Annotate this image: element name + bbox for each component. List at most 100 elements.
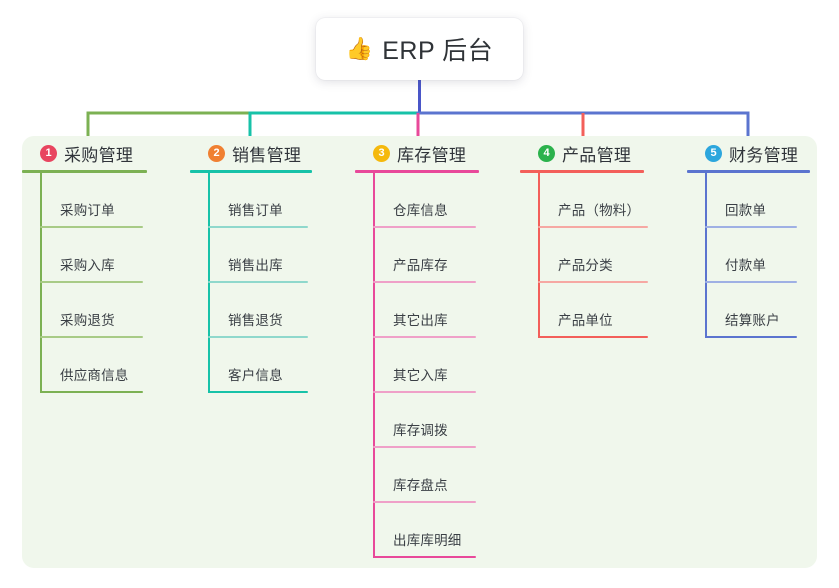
module-item-label: 产品分类 [558,258,613,273]
module-header-underline [190,170,312,173]
module-item[interactable]: 出库库明细 [373,503,525,558]
module-item-list: 采购订单采购入库采购退货供应商信息 [22,173,187,393]
thumbs-up-icon: 👍 [345,36,374,61]
root-node-content: 👍 ERP 后台 [346,31,493,67]
module-item-underline [373,226,476,228]
module-item-label: 销售订单 [228,203,283,218]
module-item-label: 结算账户 [725,313,780,328]
module-item-label: 供应商信息 [60,368,129,383]
module-item-underline [373,281,476,283]
module-item-label: 产品（物料） [558,203,641,218]
module-item-underline [705,226,797,228]
module-item[interactable]: 其它出库 [373,283,525,338]
module-header-underline [687,170,810,173]
module-item-underline [208,336,308,338]
module-item-label: 产品单位 [558,313,613,328]
module-item-underline [538,281,648,283]
module-item-underline [373,446,476,448]
module-number-badge: 5 [705,144,722,162]
module-item-label: 库存盘点 [393,478,448,493]
module-header-underline [355,170,479,173]
module-item[interactable]: 结算账户 [705,283,837,338]
module-item-underline [40,336,143,338]
module-item[interactable]: 销售订单 [208,173,355,228]
module-item-underline [40,226,143,228]
module-item[interactable]: 采购入库 [40,228,187,283]
module-item[interactable]: 销售退货 [208,283,355,338]
module-item-label: 销售退货 [228,313,283,328]
module-title: 财务管理 [729,145,799,165]
module-item-label: 销售出库 [228,258,283,273]
module-item-underline [373,336,476,338]
module-item[interactable]: 销售出库 [208,228,355,283]
module-item[interactable]: 采购退货 [40,283,187,338]
module-item-label: 产品库存 [393,258,448,273]
module-item[interactable]: 产品单位 [538,283,690,338]
module-item[interactable]: 采购订单 [40,173,187,228]
module-header-4[interactable]: 4 产品管理 [520,136,690,170]
module-title: 产品管理 [562,145,632,165]
module-item-underline [705,336,797,338]
module-item-label: 客户信息 [228,368,283,383]
module-spine-line [705,173,707,338]
module-item-label: 出库库明细 [393,533,462,548]
modules-panel [22,136,817,568]
module-item[interactable]: 库存盘点 [373,448,525,503]
module-number-badge: 4 [538,144,555,162]
module-column-1: 1 采购管理采购订单采购入库采购退货供应商信息 [22,136,187,393]
module-item-underline [373,501,476,503]
module-item[interactable]: 付款单 [705,228,837,283]
module-item[interactable]: 产品分类 [538,228,690,283]
module-column-2: 2 销售管理销售订单销售出库销售退货客户信息 [190,136,355,393]
module-item-list: 产品（物料） 产品分类产品单位 [520,173,690,338]
module-item-underline [208,281,308,283]
module-item-underline [208,226,308,228]
module-item-underline [208,391,308,393]
module-item[interactable]: 其它入库 [373,338,525,393]
module-header-underline [520,170,644,173]
module-title: 销售管理 [232,145,302,165]
module-item[interactable]: 供应商信息 [40,338,187,393]
module-item[interactable]: 回款单 [705,173,837,228]
module-spine-line [373,173,375,558]
root-node-erp-backend[interactable]: 👍 ERP 后台 [316,18,523,80]
module-title: 库存管理 [397,145,467,165]
module-header-2[interactable]: 2 销售管理 [190,136,355,170]
module-item-underline [538,226,648,228]
module-spine-line [538,173,540,338]
module-item-underline [40,281,143,283]
module-item-underline [40,391,143,393]
module-number-badge: 2 [208,144,225,162]
module-item-underline [538,336,648,338]
module-header-underline [22,170,147,173]
module-title: 采购管理 [64,145,134,165]
module-item-label: 回款单 [725,203,767,218]
module-number-badge: 1 [40,144,57,162]
module-column-5: 5 财务管理回款单付款单结算账户 [687,136,837,338]
module-item-label: 采购入库 [60,258,115,273]
module-item-label: 库存调拨 [393,423,448,438]
module-item-label: 其它入库 [393,368,448,383]
module-item-list: 销售订单销售出库销售退货客户信息 [190,173,355,393]
module-item[interactable]: 产品（物料） [538,173,690,228]
module-item-label: 仓库信息 [393,203,448,218]
module-item[interactable]: 仓库信息 [373,173,525,228]
module-spine-line [40,173,42,393]
module-header-1[interactable]: 1 采购管理 [22,136,187,170]
module-item-underline [373,391,476,393]
module-item[interactable]: 产品库存 [373,228,525,283]
module-spine-line [208,173,210,393]
module-item-label: 采购退货 [60,313,115,328]
module-item[interactable]: 库存调拨 [373,393,525,448]
module-column-4: 4 产品管理产品（物料） 产品分类产品单位 [520,136,690,338]
module-item-label: 付款单 [725,258,767,273]
module-item-label: 其它出库 [393,313,448,328]
module-item-label: 采购订单 [60,203,115,218]
module-item-underline [373,556,476,558]
module-item-list: 回款单付款单结算账户 [687,173,837,338]
module-item[interactable]: 客户信息 [208,338,355,393]
module-header-5[interactable]: 5 财务管理 [687,136,837,170]
